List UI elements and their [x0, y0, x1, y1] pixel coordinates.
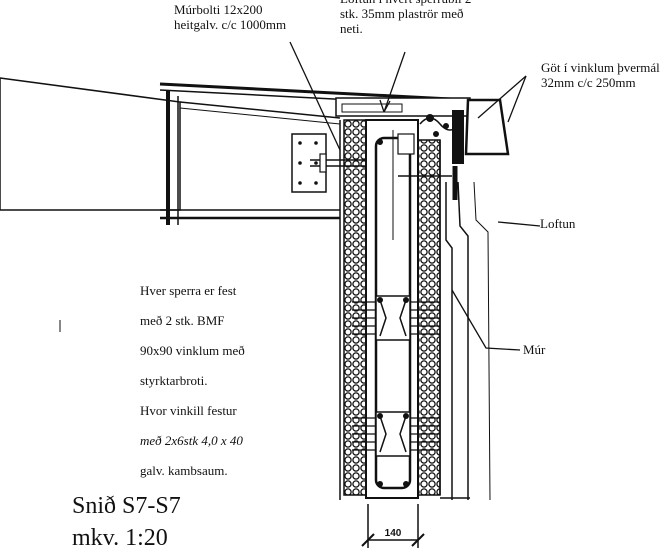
dimension-140: 140 — [361, 504, 425, 548]
sperra-note: Hver sperra er fest með 2 stk. BMF 90x90… — [140, 268, 245, 493]
sperra-line: með 2 stk. BMF — [140, 313, 225, 328]
dimension-label: 140 — [385, 528, 402, 539]
got-label: Göt í vinklum þvermál 32mm c/c 250mm — [541, 60, 660, 90]
render-layers — [440, 181, 491, 501]
sperra-line: Hvor vinkill festur — [140, 403, 237, 418]
mur-label: Múr — [523, 342, 546, 357]
leader-lines — [289, 41, 541, 351]
sperra-line: galv. kambsaum. — [140, 463, 228, 478]
eaves-cap — [335, 97, 510, 200]
sperra-line: Hver sperra er fest — [140, 283, 237, 298]
section-title: Snið S7-S7 — [72, 493, 181, 519]
loftun-label: Loftun — [540, 216, 576, 231]
sperra-line: styrktarbroti. — [140, 373, 208, 388]
loftun-top-label: Loftun í hvert sperrubil 2 stk. 35mm pla… — [340, 0, 471, 36]
sperra-line: 90x90 vinklum með — [140, 343, 245, 358]
sperra-line: með 2x6stk 4,0 x 40 — [140, 433, 243, 448]
scale-label: mkv. 1:20 — [72, 525, 168, 551]
murbolti-label: Múrbolti 12x200 heitgalv. c/c 1000mm — [174, 2, 287, 32]
wall-anchors — [352, 295, 440, 457]
